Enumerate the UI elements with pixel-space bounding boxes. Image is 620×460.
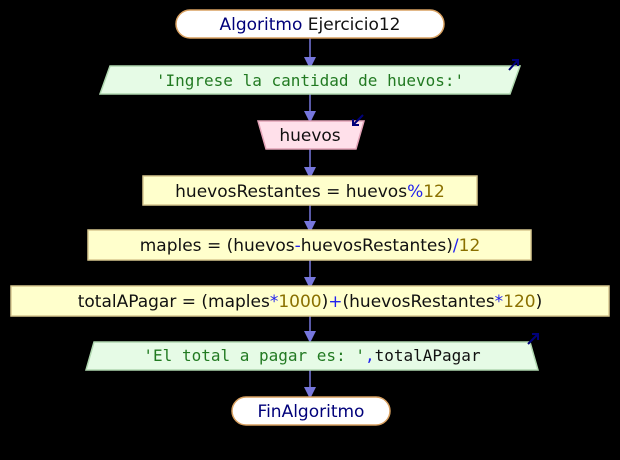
output-result-node[interactable]: 'El total a pagar es: ',totalAPagar xyxy=(85,333,539,371)
process-huevos-restantes-expr: huevosRestantes = huevos%12 xyxy=(175,182,445,202)
arrow-down-left-icon xyxy=(352,114,364,126)
arrow-up-right-icon xyxy=(527,333,539,345)
arrow-up-right-icon xyxy=(508,59,519,71)
process-total-a-pagar-expr: totalAPagar = (maples*1000)+(huevosResta… xyxy=(78,292,543,312)
start-label: Algoritmo Ejercicio12 xyxy=(219,15,400,35)
output-prompt-node[interactable]: 'Ingrese la cantidad de huevos:' xyxy=(98,59,522,95)
output-result-text: 'El total a pagar es: ',totalAPagar xyxy=(143,346,481,365)
process-huevos-restantes[interactable]: huevosRestantes = huevos%12 xyxy=(142,175,478,206)
output-prompt-text: 'Ingrese la cantidad de huevos:' xyxy=(156,71,464,90)
input-read-node[interactable]: huevos xyxy=(257,114,365,150)
process-maples[interactable]: maples = (huevos-huevosRestantes)/12 xyxy=(87,229,532,261)
end-node[interactable]: FinAlgoritmo xyxy=(231,396,391,426)
input-read-variable: huevos xyxy=(279,126,340,146)
end-label: FinAlgoritmo xyxy=(258,402,365,422)
process-total-a-pagar[interactable]: totalAPagar = (maples*1000)+(huevosResta… xyxy=(10,285,610,317)
start-node[interactable]: Algoritmo Ejercicio12 xyxy=(175,9,445,39)
process-maples-expr: maples = (huevos-huevosRestantes)/12 xyxy=(140,236,481,256)
